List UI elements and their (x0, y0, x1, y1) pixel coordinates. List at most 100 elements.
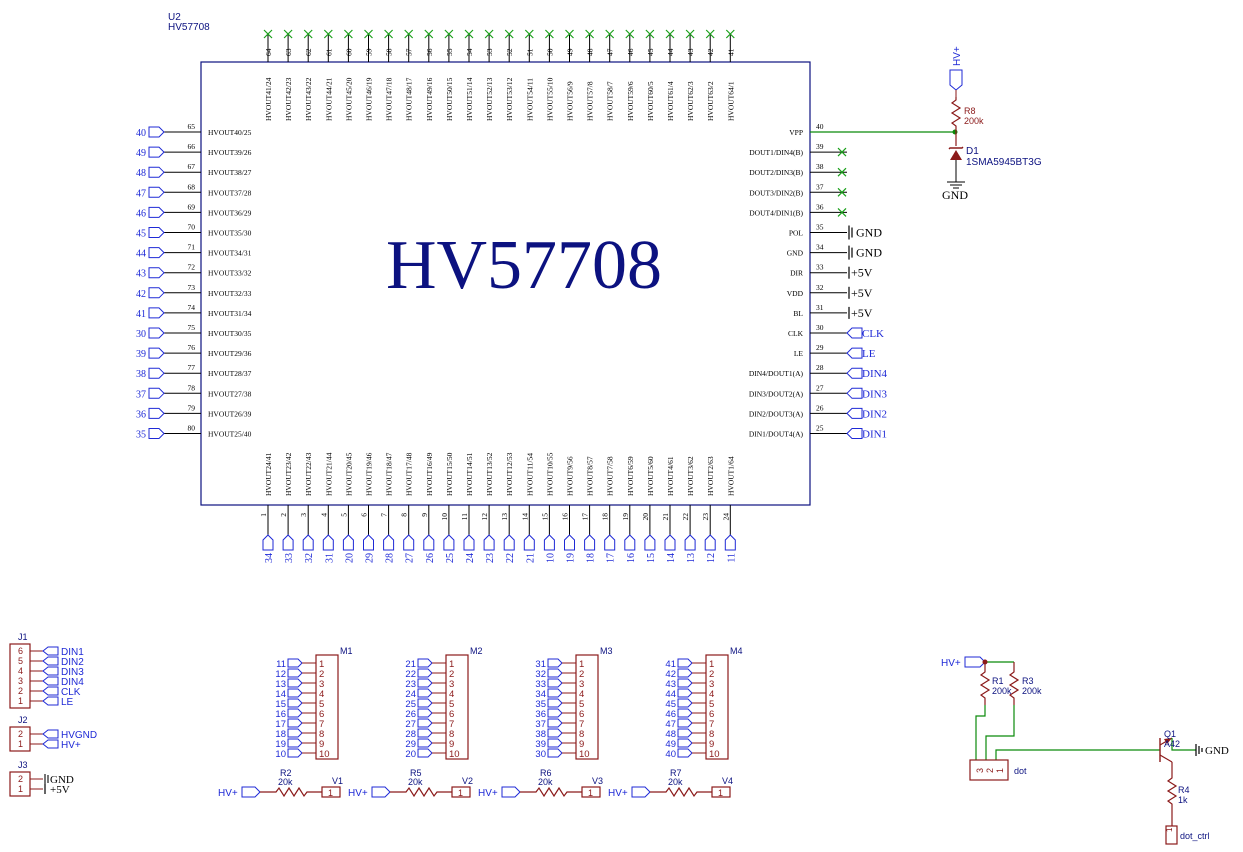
top-pin-number: 43 (686, 48, 695, 56)
net-label-flag (42, 686, 59, 696)
left-net-label: 49 (136, 148, 146, 159)
net-label-flag (547, 718, 563, 728)
j2-pin-number: 2 (18, 729, 23, 739)
right-net-label: GND (856, 226, 882, 240)
j1-pin-number: 4 (18, 666, 23, 676)
bottom-pin-label: HVOUT20/45 (344, 452, 353, 496)
dot-ctrl-label: dot_ctrl (1180, 831, 1210, 841)
module-pin-number: 7 (709, 719, 714, 730)
left-pin-label: HVOUT37/28 (208, 188, 252, 197)
net-label-flag (287, 728, 303, 738)
left-pin-number: 67 (188, 162, 196, 171)
bottom-pin-label: HVOUT9/56 (566, 456, 575, 496)
u2-body (200, 61, 811, 506)
net-label-flag (287, 708, 303, 718)
net-label-flag (302, 534, 314, 551)
top-pin-label: HVOUT47/18 (385, 77, 394, 121)
r1-ref: R1 (992, 676, 1004, 686)
net-label-flag (148, 327, 165, 339)
bottom-pin-label: HVOUT8/57 (586, 456, 595, 496)
module-pin-number: 10 (319, 749, 330, 760)
q1-ground-symbol (1195, 744, 1203, 756)
bottom-pin-label: HVOUT24/41 (264, 452, 273, 496)
bottom-pin-number: 8 (400, 513, 409, 517)
left-pin-label: HVOUT27/38 (208, 389, 252, 398)
left-net-label: 35 (136, 430, 146, 441)
module-net-label: 48 (665, 729, 676, 740)
r4-ref: R4 (1178, 785, 1190, 795)
top-pin-number: 53 (485, 48, 494, 56)
right-pin-label: DIN1/DOUT4(A) (749, 430, 804, 439)
net-label-flag (148, 227, 165, 238)
r8-resistor (950, 97, 962, 146)
net-label-flag (677, 688, 693, 698)
module-pin-number: 5 (709, 699, 714, 710)
right-pin-number: 37 (816, 182, 824, 191)
r3-value: 200k (1022, 686, 1042, 696)
module-pin-number: 3 (579, 679, 584, 690)
bottom-net-label: 25 (445, 553, 456, 563)
top-pin-label: HVOUT41/24 (264, 77, 273, 121)
net-label-flag (846, 387, 863, 399)
bottom-pin-number: 5 (339, 513, 348, 517)
top-pin-number: 55 (445, 48, 454, 56)
bottom-pin-label: HVOUT2/63 (706, 456, 715, 496)
net-label-flag (287, 688, 303, 698)
right-pin-number: 35 (816, 223, 824, 232)
module-pin-number: 7 (319, 719, 324, 730)
bottom-pin-label: HVOUT23/42 (284, 452, 293, 496)
module-pin-number: 1 (319, 659, 324, 670)
net-label-flag (287, 718, 303, 728)
bottom-pin-label: HVOUT14/51 (465, 452, 474, 496)
module-pin-number: 7 (579, 719, 584, 730)
left-net-label: 46 (136, 208, 146, 219)
r8-ref: R8 (964, 106, 976, 116)
module-ref: M3 (600, 646, 613, 656)
net-label-flag (417, 668, 433, 678)
bottom-pin-label: HVOUT7/58 (606, 456, 615, 496)
bottom-net-label: 20 (344, 553, 355, 563)
top-pin-label: HVOUT52/13 (485, 77, 494, 121)
v-pin-number: 1 (718, 788, 723, 798)
module-net-label: 13 (275, 679, 286, 690)
top-pin-label: HVOUT54/11 (525, 78, 534, 121)
v-connector-body (321, 786, 341, 798)
net-label-flag (282, 534, 294, 551)
top-pin-number: 48 (586, 48, 595, 56)
net-label-flag (417, 748, 433, 758)
r4-resistor (1166, 770, 1178, 826)
module-net-label: 23 (405, 679, 416, 690)
top-pin-number: 63 (284, 48, 293, 56)
net-label-flag (363, 534, 374, 551)
net-label-flag (677, 668, 693, 678)
net-label-flag (417, 698, 433, 708)
net-label-flag (846, 407, 863, 419)
bottom-pin-number: 2 (279, 513, 288, 517)
net-label-flag (383, 534, 395, 551)
bottom-pin-number: 1 (259, 513, 268, 517)
left-pin-label: HVOUT35/30 (208, 229, 252, 238)
left-pin-label: HVOUT33/32 (208, 269, 252, 278)
top-pin-number: 59 (365, 48, 374, 56)
net-label-flag (148, 347, 165, 359)
module-net-label: 12 (275, 669, 286, 680)
module-pin-number: 7 (449, 719, 454, 730)
no-connect-marker (504, 29, 514, 39)
module-net-label: 17 (275, 719, 286, 730)
module-net-label: 19 (275, 739, 286, 750)
vpp-circuit: HV+ R8 200k D1 1SMA5945BT3G GND (810, 46, 1042, 202)
top-pin-number: 58 (385, 48, 394, 56)
module-net-label: 29 (405, 739, 416, 750)
hv-plus-label: HV+ (348, 788, 368, 799)
bottom-pin-number: 16 (561, 513, 570, 521)
left-pin-label: HVOUT40/25 (208, 128, 252, 137)
bottom-pin-label: HVOUT6/59 (626, 456, 635, 496)
q1-gnd-label: GND (1205, 745, 1229, 757)
bottom-net-label: 34 (264, 553, 275, 563)
bottom-pin-label: HVOUT17/48 (405, 452, 414, 496)
bottom-pin-label: HVOUT3/62 (686, 456, 695, 496)
module-net-label: 32 (535, 669, 546, 680)
module-net-label: 14 (275, 689, 286, 700)
net-label-flag (443, 534, 455, 551)
net-label-flag (42, 646, 59, 656)
